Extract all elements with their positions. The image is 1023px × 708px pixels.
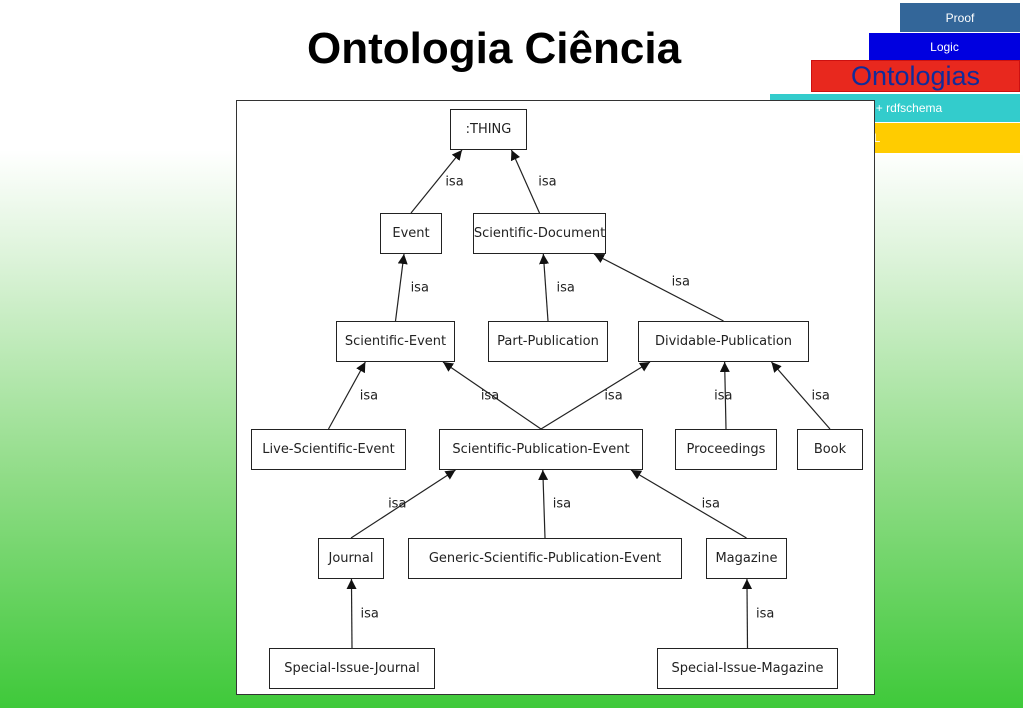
slide-title: Ontologia Ciência (307, 24, 682, 73)
edge-label: isa (359, 388, 379, 403)
node-special-issue-journal: Special-Issue-Journal (269, 648, 435, 689)
node-event: Event (380, 213, 442, 254)
node-special-issue-magazine: Special-Issue-Magazine (657, 648, 838, 689)
edge-label: isa (538, 174, 557, 189)
node-generic-scientific-publication-event: Generic-Scientific-Publication-Event (408, 538, 682, 579)
edge-label: isa (756, 606, 775, 621)
edge-scientific-publication-event-to-dividable-publication (540, 361, 651, 430)
edge-scientific-event-to-event (394, 253, 408, 322)
edge-label: isa (388, 496, 407, 512)
edge-scientific-document-to-thing (510, 149, 541, 214)
edge-special-issue-journal-to-journal (346, 578, 357, 649)
node-thing: :THING (450, 109, 527, 150)
edge-magazine-to-scientific-publication-event (630, 469, 747, 539)
edge-label: isa (445, 174, 464, 189)
edge-live-scientific-event-to-scientific-event (327, 361, 366, 430)
edge-journal-to-scientific-publication-event (350, 469, 456, 539)
edge-part-publication-to-scientific-document (539, 253, 550, 322)
edge-label: isa (701, 496, 720, 512)
edge-label: isa (552, 496, 572, 512)
edge-special-issue-magazine-to-magazine (742, 578, 753, 649)
layer-logic: Logic (869, 33, 1020, 60)
node-scientific-event: Scientific-Event (336, 321, 455, 362)
node-scientific-document: Scientific-Document (473, 213, 606, 254)
edge-label: isa (480, 388, 500, 403)
edge-label: isa (714, 388, 733, 403)
edge-book-to-dividable-publication (770, 361, 831, 430)
layer-ontologias: Ontologias (811, 60, 1020, 92)
edge-label: isa (360, 606, 379, 621)
edge-event-to-thing (410, 149, 463, 214)
edge-label: isa (811, 388, 830, 403)
edge-dividable-publication-to-scientific-document (593, 253, 724, 322)
node-magazine: Magazine (706, 538, 787, 579)
edge-label: isa (410, 280, 429, 295)
edge-scientific-publication-event-to-scientific-event (442, 361, 542, 430)
node-scientific-publication-event: Scientific-Publication-Event (439, 429, 643, 470)
node-proceedings: Proceedings (675, 429, 777, 470)
diagram-edges (327, 149, 831, 649)
node-dividable-publication: Dividable-Publication (638, 321, 809, 362)
edge-proceedings-to-dividable-publication (719, 361, 730, 430)
edge-generic-scientific-publication-event-to-scientific-publication-event (538, 469, 549, 539)
node-live-scientific-event: Live-Scientific-Event (251, 429, 406, 470)
node-part-publication: Part-Publication (488, 321, 608, 362)
node-book: Book (797, 429, 863, 470)
node-journal: Journal (318, 538, 384, 579)
edge-label: isa (556, 280, 575, 295)
layer-proof: Proof (900, 3, 1020, 32)
edge-label: isa (604, 388, 623, 403)
edge-label: isa (671, 274, 690, 289)
